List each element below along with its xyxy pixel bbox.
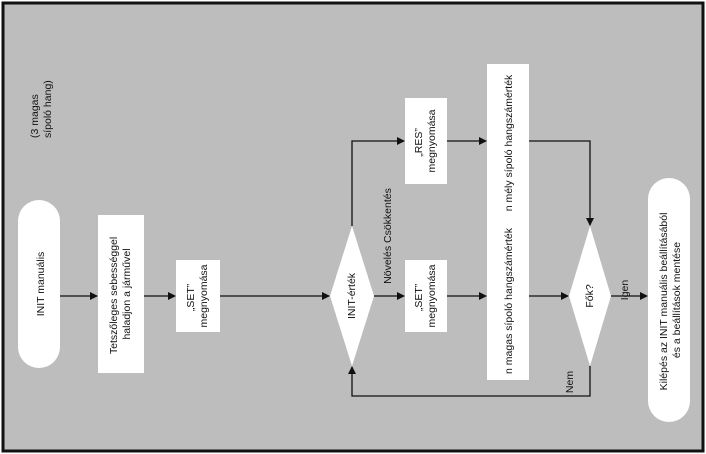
set-press-label-1: „SET” megnyomása: [185, 264, 210, 327]
low-beeps-label: n mély sípoló hangszámérték: [503, 74, 515, 211]
set-press-node-1: [176, 260, 220, 332]
set-press-node-2: [405, 260, 447, 332]
start-node-label: INIT manuális: [35, 252, 47, 317]
set-press-label-2: „SET” megnyomása: [413, 264, 438, 327]
no-label: Nem: [564, 371, 576, 393]
edge-ok-no-loop: [348, 366, 591, 397]
exit-node-label: Kilépés az INIT manuális beállításából é…: [658, 210, 683, 391]
ok-decision: [569, 226, 611, 366]
low-beeps-node: [487, 64, 529, 222]
note-text: (3 magas sípoló hang): [29, 80, 54, 138]
drive-step-node: [98, 215, 144, 373]
edge-low-ok: [529, 140, 594, 226]
high-beeps-label: n magas sípoló hangszámérték: [503, 227, 515, 374]
drive-step-label: Tetszőleges sebességgel haladjon a jármű…: [108, 234, 133, 354]
increase-decrease-label: Növelés Csökkentés: [382, 188, 394, 284]
edge-decision-res: [351, 137, 405, 226]
res-press-node: [405, 98, 447, 184]
start-node: [18, 200, 60, 368]
ok-decision-label: Fők?: [584, 284, 596, 308]
res-press-label: „RES” megnyomása: [413, 109, 438, 172]
init-value-decision-label: INIT-érték: [346, 272, 358, 319]
init-value-decision: [330, 226, 374, 366]
yes-label: Igen: [619, 280, 631, 301]
exit-node: [648, 178, 690, 422]
high-beeps-node: [487, 222, 529, 380]
